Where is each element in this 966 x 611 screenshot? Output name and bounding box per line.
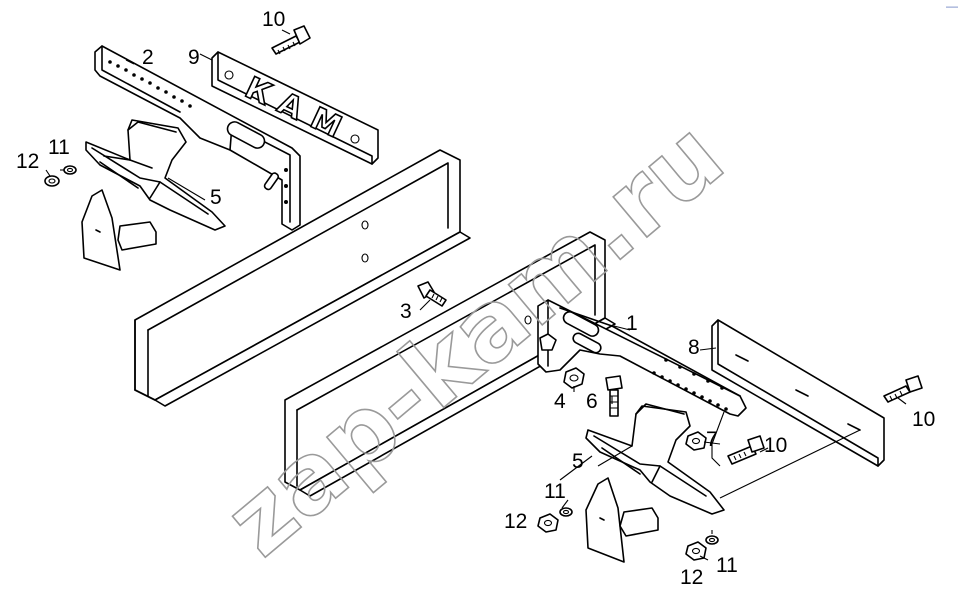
callout-10-top: 10 — [262, 8, 285, 31]
callout-10-right: 10 — [912, 408, 935, 431]
callout-11-left: 11 — [48, 136, 70, 159]
mudguard-bracket-right-5 — [585, 403, 725, 515]
bolt-10-mid — [727, 435, 765, 465]
nut-12-right — [537, 513, 559, 533]
frame-rail-right — [284, 231, 616, 497]
frame-rail-left — [134, 149, 471, 407]
mud-flap-left — [81, 189, 157, 271]
bolt-3 — [417, 281, 447, 307]
nut-7 — [685, 431, 707, 451]
nut-4 — [563, 367, 585, 389]
callout-10-mid: 10 — [764, 434, 787, 457]
bracket-right-1 — [537, 299, 747, 417]
washer-11-bottom — [705, 535, 719, 545]
callout-7: 7 — [706, 428, 718, 451]
bracket-left-2 — [94, 45, 301, 231]
callout-12-left: 12 — [16, 150, 39, 173]
bolt-10-top — [271, 25, 311, 55]
nut-12-left — [44, 175, 60, 187]
bolt-6 — [605, 375, 623, 417]
callout-3: 3 — [400, 300, 412, 323]
washer-11-left — [63, 165, 77, 175]
license-plate-8 — [711, 319, 885, 467]
callout-8: 8 — [688, 336, 700, 359]
leader-lines — [45, 29, 907, 561]
callout-12-bottom: 12 — [680, 566, 703, 589]
washer-11-right — [559, 507, 573, 517]
callout-1: 1 — [626, 312, 638, 335]
callout-5-right: 5 — [572, 450, 584, 473]
callout-12-right: 12 — [504, 510, 527, 533]
bolt-10-right — [883, 375, 923, 403]
corner-mark: — — [946, 0, 958, 13]
callout-9: 9 — [188, 46, 200, 69]
callout-11-right: 11 — [544, 480, 566, 503]
mudguard-bracket-left-5 — [85, 119, 226, 231]
callout-11-bottom: 11 — [716, 554, 738, 577]
mud-flap-right — [585, 477, 659, 563]
callout-5-left: 5 — [210, 186, 222, 209]
callout-2: 2 — [142, 46, 154, 69]
callout-4: 4 — [554, 390, 566, 413]
callouts: 10 2 9 12 11 5 3 1 8 4 6 7 10 10 5 11 12… — [16, 8, 935, 589]
callout-6: 6 — [586, 390, 598, 413]
